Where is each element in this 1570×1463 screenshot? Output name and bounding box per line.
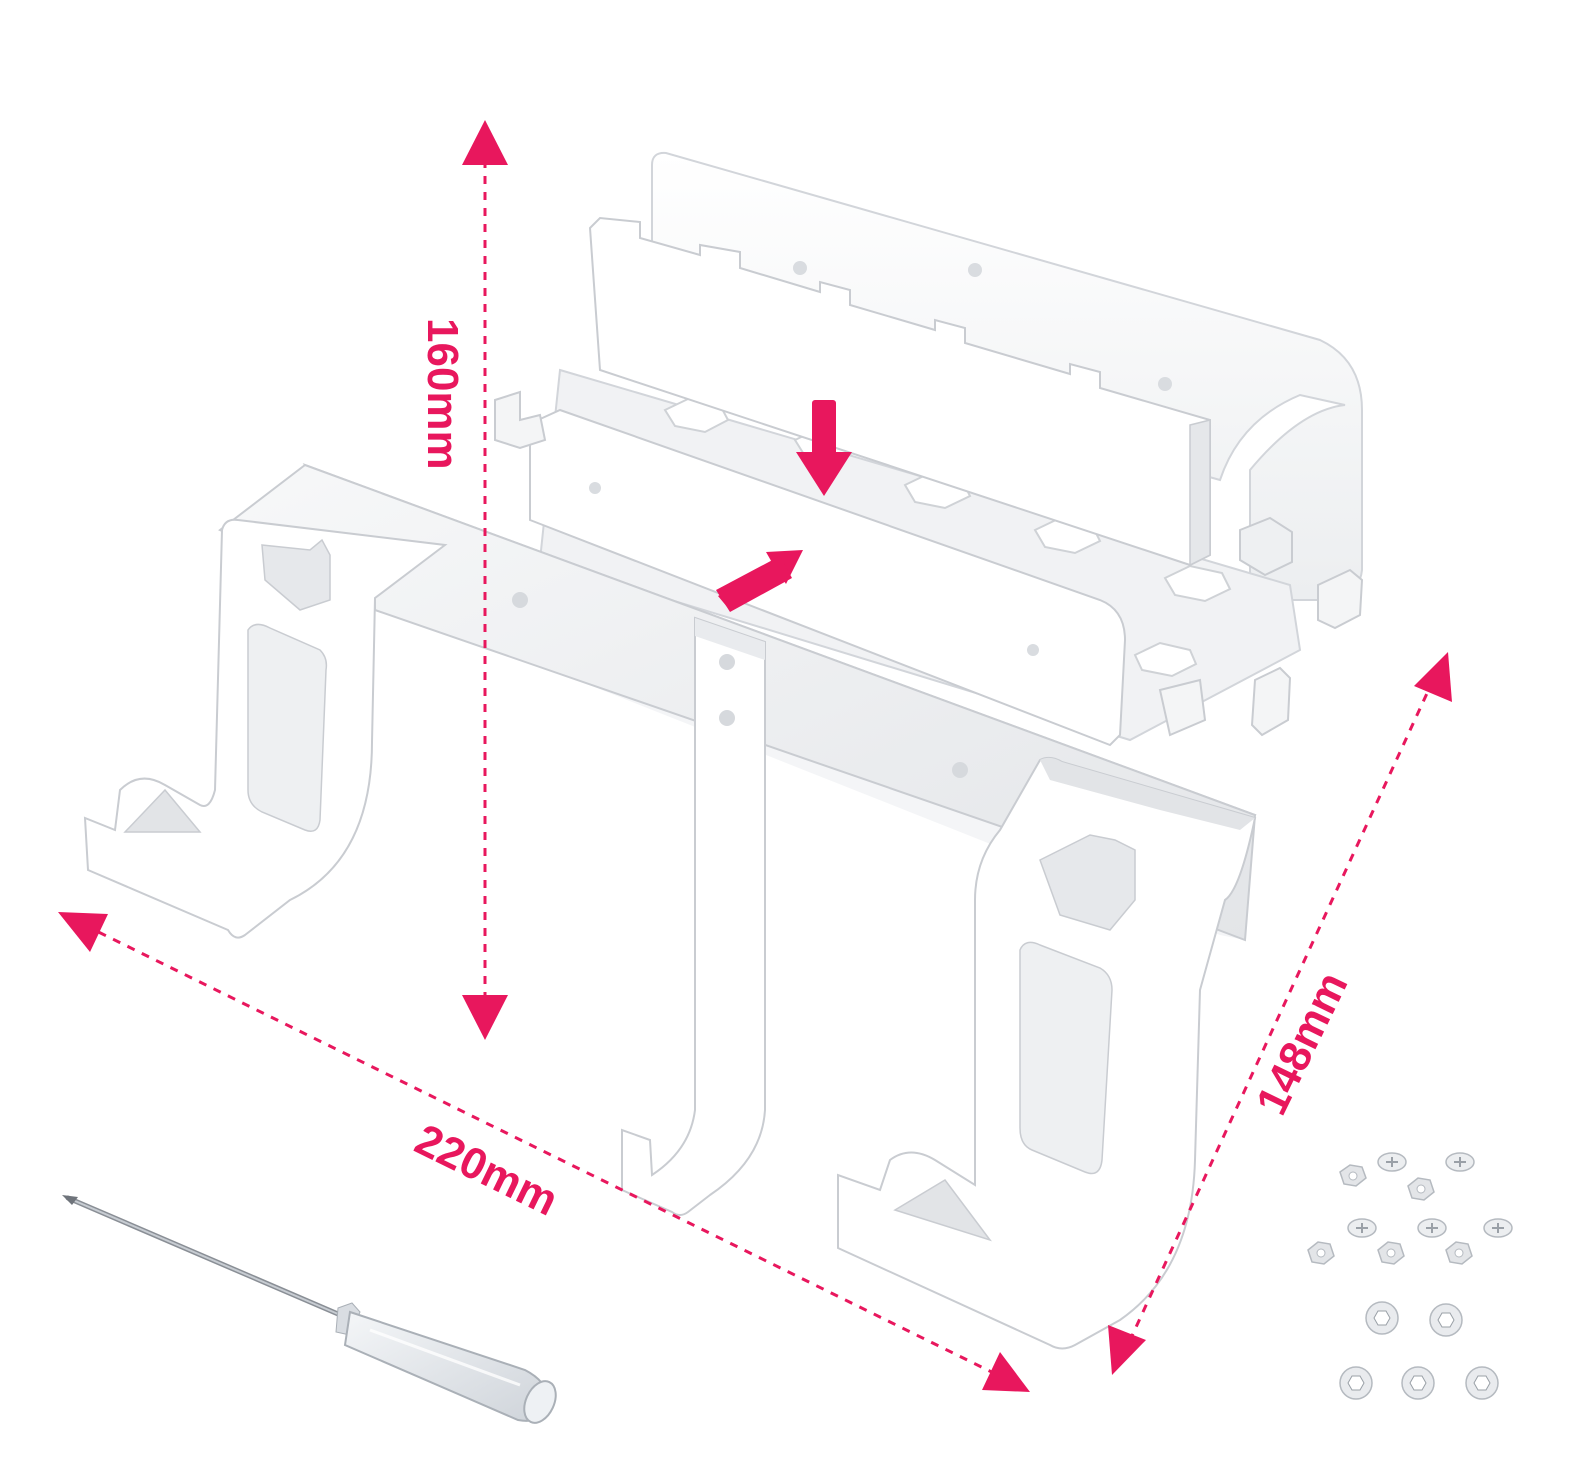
screwdriver (62, 1195, 557, 1424)
cap-icon (1365, 1301, 1399, 1335)
cap-icon (1465, 1366, 1499, 1400)
width-label: 220mm (408, 1115, 566, 1226)
nut-icon (1307, 1241, 1335, 1265)
screw-icon (1417, 1218, 1447, 1238)
screw-icon (1483, 1218, 1513, 1238)
arrow-down-icon (462, 995, 508, 1040)
cap-icon (1429, 1303, 1463, 1337)
arrow-down-left-end-icon (1108, 1325, 1146, 1375)
nut-icon (1339, 1164, 1367, 1187)
screw-icon (1377, 1152, 1407, 1172)
arrow-down-icon (796, 400, 852, 496)
wall-bracket-frame (83, 463, 1257, 1350)
cap-icon (1401, 1366, 1435, 1400)
nut-icon (1407, 1177, 1435, 1201)
nut-icon (1445, 1241, 1473, 1265)
arrow-up-icon (462, 120, 508, 165)
depth-label: 148mm (1247, 965, 1358, 1123)
screw-icon (1347, 1218, 1377, 1238)
dimension-width: 220mm (58, 912, 1030, 1392)
height-label: 160mm (418, 318, 467, 470)
cap-icon (1339, 1366, 1373, 1400)
dimension-height: 160mm (418, 120, 508, 1040)
arrow-up-right-end-icon (1414, 652, 1452, 702)
assembly-arrows (716, 400, 852, 612)
screws-nuts-and-caps (1307, 1152, 1513, 1400)
screw-icon (1445, 1152, 1475, 1172)
nut-icon (1377, 1241, 1405, 1265)
arrow-left-icon (58, 912, 108, 952)
arrow-right-icon (982, 1352, 1030, 1392)
arrow-up-right-icon (716, 550, 803, 612)
